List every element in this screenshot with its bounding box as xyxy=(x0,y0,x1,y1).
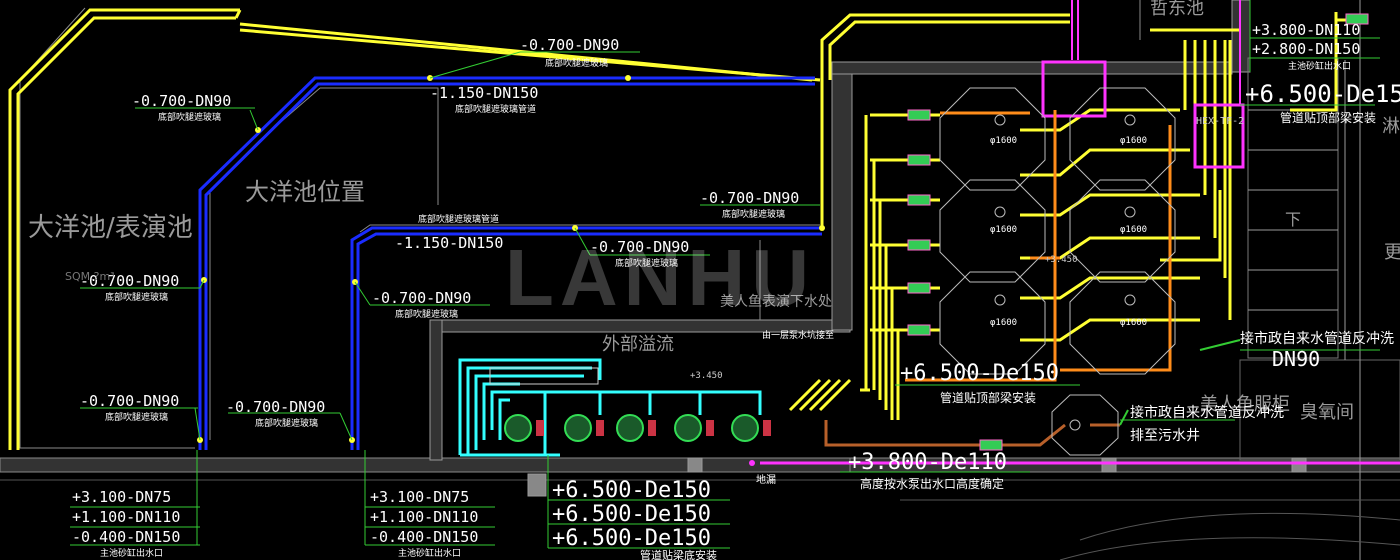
label-bottom-left-note: 主池砂缸出水口 xyxy=(100,547,163,559)
label-bottom-left-2: +1.100-DN110 xyxy=(72,508,180,526)
pump-icon xyxy=(504,414,532,442)
area-overflow: 外部溢流 xyxy=(602,334,674,355)
label-bottom-mid-2: +1.100-DN110 xyxy=(370,508,478,526)
label-bottom-mid-1: +3.100-DN75 xyxy=(370,488,469,506)
leader-lines xyxy=(70,0,1380,549)
label-bottom-de-note: 管道贴梁底安装 xyxy=(640,548,717,560)
label-filter-size-2: φ1600 xyxy=(1120,136,1147,146)
area-mermaid-drain: 美人鱼表演下水处 xyxy=(720,293,832,310)
label-sewer: 排至污水井 xyxy=(1130,428,1200,444)
filter-tank xyxy=(1069,87,1176,191)
sand-filters xyxy=(939,87,1176,456)
label-center-de-note: 管道贴顶部梁安装 xyxy=(940,390,1036,405)
label-bottom-left-1: +3.100-DN75 xyxy=(72,488,171,506)
area-pool-name: 大洋池/表演池 xyxy=(28,213,193,243)
label-pool-top: -0.700-DN90 xyxy=(520,36,619,54)
area-right-edge-1: 淋 xyxy=(1382,116,1400,137)
label-hex-tag: HEX-TF-2 xyxy=(1196,116,1244,127)
area-right-edge-2: 更 xyxy=(1384,242,1400,263)
bottom-labels: +3.100-DN75 +1.100-DN110 -0.400-DN150 主池… xyxy=(72,478,717,560)
label-de110-note: 高度按水泵出水口高度确定 xyxy=(860,476,1004,491)
label-filter-size-5: φ1600 xyxy=(990,318,1017,328)
label-filter-size-6: φ1600 xyxy=(1120,318,1147,328)
label-de110: +3.800-De110 xyxy=(848,450,1007,475)
label-lower-right-note: 底部吹腿遮玻璃 xyxy=(395,308,458,320)
label-pump-level: +3.450 xyxy=(690,371,723,381)
filter-tank xyxy=(939,179,1046,283)
label-left-low-note: 底部吹腿遮玻璃 xyxy=(105,411,168,423)
label-pool-right-note: 底部吹腿遮玻璃 xyxy=(722,208,785,220)
green-pipes xyxy=(1119,339,1241,426)
filter-tank xyxy=(1069,179,1176,283)
label-backwash-dn: DN90 xyxy=(1272,347,1320,371)
label-right-top-note: 主池砂缸出水口 xyxy=(1288,60,1351,72)
label-backwash2: 接市政自来水管道反冲洗 xyxy=(1130,404,1284,421)
label-inner-pipe: -1.150-DN150 xyxy=(395,234,503,252)
valves xyxy=(907,13,1369,451)
label-inner-right: -0.700-DN90 xyxy=(590,238,689,256)
right-labels: +3.800-DN110 +2.800-DN150 主池砂缸出水口 +6.500… xyxy=(690,21,1400,491)
label-inner-right-note: 底部吹腿遮玻璃 xyxy=(615,257,678,269)
magenta-pipes xyxy=(760,0,1400,465)
area-ozone-room: 臭氧间 xyxy=(1300,402,1354,423)
area-first-floor-note: 由一层泵水坑接至 xyxy=(762,329,834,341)
label-pool-right: -0.700-DN90 xyxy=(700,189,799,207)
filter-tank xyxy=(939,271,1046,375)
label-bottom-de-2: +6.500-De150 xyxy=(552,502,711,527)
label-left-mid: -0.700-DN90 xyxy=(80,272,179,290)
label-pool-upper: -1.150-DN150 xyxy=(430,84,538,102)
label-center-de: +6.500-De150 xyxy=(900,361,1059,386)
label-right-top1: +3.800-DN110 xyxy=(1252,21,1360,39)
label-bottom-mid-3: -0.400-DN150 xyxy=(370,528,478,546)
pump-icon xyxy=(731,414,759,442)
label-mid-low: -0.700-DN90 xyxy=(226,398,325,416)
pump-cluster xyxy=(458,358,771,457)
pump-icon xyxy=(564,414,592,442)
area-stair-down: 下 xyxy=(1285,210,1301,229)
label-inner-pipe-note: 底部吹腿遮玻璃管道 xyxy=(418,213,499,225)
pump-icon xyxy=(616,414,644,442)
label-pool-left: -0.700-DN90 xyxy=(132,92,231,110)
label-right-big-de: +6.500-De150 xyxy=(1245,80,1400,108)
area-top-right-room: 哲东池 xyxy=(1150,0,1204,19)
label-mid-low-note: 底部吹腿遮玻璃 xyxy=(255,417,318,429)
label-bottom-mid-note: 主池砂缸出水口 xyxy=(398,547,461,559)
label-right-big-de-note: 管道贴顶部梁安装 xyxy=(1280,110,1376,125)
label-center-level: +3.450 xyxy=(1045,255,1078,265)
area-pool-volume: SQM.?m³ xyxy=(65,270,115,283)
label-filter-size-3: φ1600 xyxy=(990,225,1017,235)
label-filter-size-1: φ1600 xyxy=(990,136,1017,146)
watermark: LANHU xyxy=(505,233,815,322)
area-pool-position: 大洋池位置 xyxy=(245,178,365,206)
yellow-pipes xyxy=(8,8,1360,450)
area-labels: 大洋池/表演池 大洋池位置 SQM.?m³ 外部溢流 美人鱼表演下水处 由一层泵… xyxy=(28,0,1400,486)
label-bottom-de-1: +6.500-De150 xyxy=(552,478,711,503)
filter-tank xyxy=(939,87,1046,191)
label-right-top2: +2.800-DN150 xyxy=(1252,40,1360,58)
label-bottom-left-3: -0.400-DN150 xyxy=(72,528,180,546)
label-backwash: 接市政自来水管道反冲洗 xyxy=(1240,330,1394,347)
area-fish-cabinet: 美人鱼服柜 xyxy=(1200,394,1290,415)
blue-pipes xyxy=(198,76,822,450)
area-floor-drain: 地漏 xyxy=(756,473,776,486)
label-lower-right: -0.700-DN90 xyxy=(372,289,471,307)
label-left-mid-note: 底部吹腿遮玻璃 xyxy=(105,291,168,303)
pump-icon xyxy=(674,414,702,442)
label-pool-upper-note: 底部吹腿遮玻璃管道 xyxy=(455,103,536,115)
filter-tank xyxy=(1051,394,1119,456)
label-bottom-de-3: +6.500-De150 xyxy=(552,526,711,551)
filter-tank xyxy=(1069,271,1176,375)
label-pool-left-note: 底部吹腿遮玻璃 xyxy=(158,111,221,123)
label-filter-size-4: φ1600 xyxy=(1120,225,1147,235)
pipe-labels: -0.700-DN90 底部吹腿遮玻璃 -0.700-DN90 底部吹腿遮玻璃 … xyxy=(80,36,799,429)
label-pool-top-note: 底部吹腿遮玻璃 xyxy=(545,57,608,69)
label-left-low: -0.700-DN90 xyxy=(80,392,179,410)
